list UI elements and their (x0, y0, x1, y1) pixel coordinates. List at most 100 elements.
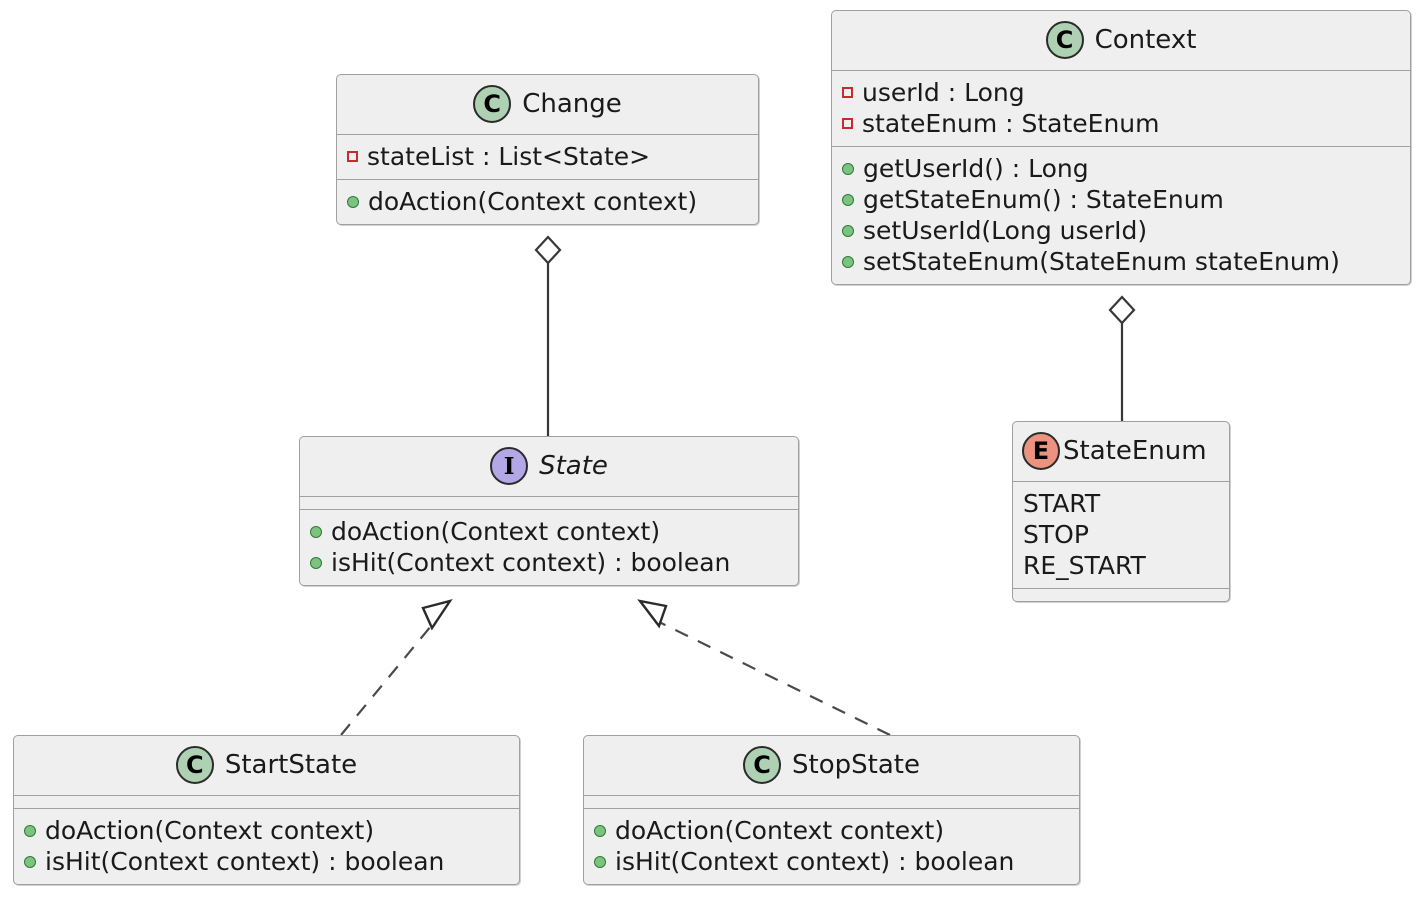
methods-compartment-change: doAction(Context context) (337, 180, 758, 224)
compartment-divider (337, 134, 758, 135)
method-label: doAction(Context context) (368, 187, 698, 216)
method-row: isHit(Context context) : boolean (310, 547, 788, 578)
fields-compartment-startstate (14, 796, 519, 808)
method-row: getUserId() : Long (842, 153, 1400, 184)
class-box-stateenum[interactable]: E StateEnum START STOP RE_START (1012, 421, 1230, 602)
method-label: isHit(Context context) : boolean (615, 847, 1015, 876)
public-marker-icon (842, 193, 854, 206)
methods-compartment-stopstate: doAction(Context context) isHit(Context … (584, 809, 1079, 884)
method-label: doAction(Context context) (45, 816, 375, 845)
class-name-startstate: StartState (224, 750, 358, 780)
public-marker-icon (594, 855, 606, 868)
fields-compartment-state (300, 497, 798, 509)
class-title-change: C Change (337, 75, 758, 134)
methods-compartment-context: getUserId() : Long getStateEnum() : Stat… (832, 147, 1410, 284)
method-row: doAction(Context context) (594, 815, 1069, 846)
enum-constant-row: START (1023, 488, 1219, 519)
interface-stereotype-icon: I (490, 447, 529, 485)
compartment-divider (14, 795, 519, 796)
methods-compartment-state: doAction(Context context) isHit(Context … (300, 510, 798, 585)
method-row: isHit(Context context) : boolean (24, 846, 509, 877)
method-row: doAction(Context context) (310, 516, 788, 547)
compartment-divider (584, 808, 1079, 809)
method-label: isHit(Context context) : boolean (45, 847, 445, 876)
public-marker-icon (310, 525, 322, 538)
methods-compartment-startstate: doAction(Context context) isHit(Context … (14, 809, 519, 884)
class-box-state[interactable]: I State doAction(Context context) isHit(… (299, 436, 799, 586)
class-name-stopstate: StopState (792, 750, 920, 780)
public-marker-icon (842, 255, 854, 268)
public-marker-icon (842, 162, 854, 175)
class-stereotype-icon: C (473, 85, 512, 123)
public-marker-icon (24, 855, 36, 868)
compartment-divider (14, 808, 519, 809)
field-row: userId : Long (842, 77, 1400, 108)
class-title-stopstate: C StopState (584, 736, 1079, 795)
class-box-stopstate[interactable]: C StopState doAction(Context context) is… (583, 735, 1080, 885)
class-box-startstate[interactable]: C StartState doAction(Context context) i… (13, 735, 520, 885)
compartment-divider (584, 795, 1079, 796)
class-box-change[interactable]: C Change stateList : List<State> doActio… (336, 74, 759, 225)
class-stereotype-icon: C (743, 746, 782, 784)
public-marker-icon (310, 556, 322, 569)
class-box-context[interactable]: C Context userId : Long stateEnum : Stat… (831, 10, 1411, 285)
compartment-divider (832, 146, 1410, 147)
method-row: doAction(Context context) (347, 186, 748, 217)
class-name-change: Change (522, 89, 622, 119)
compartment-divider (300, 496, 798, 497)
method-label: getStateEnum() : StateEnum (863, 185, 1224, 214)
enum-constant-label: START (1023, 489, 1101, 518)
relation-context-stateenum (1108, 295, 1136, 421)
enum-constant-row: RE_START (1023, 550, 1219, 581)
method-row: setStateEnum(StateEnum stateEnum) (842, 246, 1400, 277)
relation-stopstate-state (637, 599, 891, 736)
method-label: setStateEnum(StateEnum stateEnum) (863, 247, 1340, 276)
constants-compartment-stateenum: START STOP RE_START (1013, 482, 1229, 588)
method-row: setUserId(Long userId) (842, 215, 1400, 246)
fields-compartment-stopstate (584, 796, 1079, 808)
class-stereotype-icon: C (175, 746, 214, 784)
class-title-context: C Context (832, 11, 1410, 70)
public-marker-icon (347, 195, 359, 208)
field-row: stateList : List<State> (347, 141, 748, 172)
enum-constant-label: STOP (1023, 520, 1089, 549)
fields-compartment-context: userId : Long stateEnum : StateEnum (832, 71, 1410, 146)
private-marker-icon (347, 151, 358, 162)
compartment-divider (1013, 588, 1229, 589)
method-row: isHit(Context context) : boolean (594, 846, 1069, 877)
relation-startstate-state (340, 599, 453, 736)
private-marker-icon (842, 87, 853, 98)
field-row: stateEnum : StateEnum (842, 108, 1400, 139)
class-name-context: Context (1094, 25, 1197, 55)
method-label: isHit(Context context) : boolean (331, 548, 731, 577)
class-stereotype-icon: C (1045, 21, 1084, 59)
class-title-state: I State (300, 437, 798, 496)
method-row: getStateEnum() : StateEnum (842, 184, 1400, 215)
class-name-state: State (539, 451, 608, 481)
private-marker-icon (842, 118, 853, 129)
method-label: getUserId() : Long (863, 154, 1089, 183)
compartment-divider (832, 70, 1410, 71)
compartment-divider (337, 179, 758, 180)
method-label: setUserId(Long userId) (863, 216, 1148, 245)
compartment-divider (1013, 481, 1229, 482)
public-marker-icon (594, 824, 606, 837)
field-label: userId : Long (862, 78, 1025, 107)
class-title-startstate: C StartState (14, 736, 519, 795)
enum-constant-label: RE_START (1023, 551, 1146, 580)
relation-change-state (534, 235, 562, 436)
class-title-stateenum: E StateEnum (1013, 422, 1229, 481)
public-marker-icon (24, 824, 36, 837)
method-label: doAction(Context context) (615, 816, 945, 845)
enum-constant-row: STOP (1023, 519, 1219, 550)
fields-compartment-change: stateList : List<State> (337, 135, 758, 179)
public-marker-icon (842, 224, 854, 237)
class-name-stateenum: StateEnum (1063, 436, 1207, 466)
field-label: stateEnum : StateEnum (862, 109, 1160, 138)
field-label: stateList : List<State> (367, 142, 651, 171)
enum-stereotype-icon: E (1022, 432, 1060, 470)
method-label: doAction(Context context) (331, 517, 661, 546)
method-row: doAction(Context context) (24, 815, 509, 846)
compartment-divider (300, 509, 798, 510)
